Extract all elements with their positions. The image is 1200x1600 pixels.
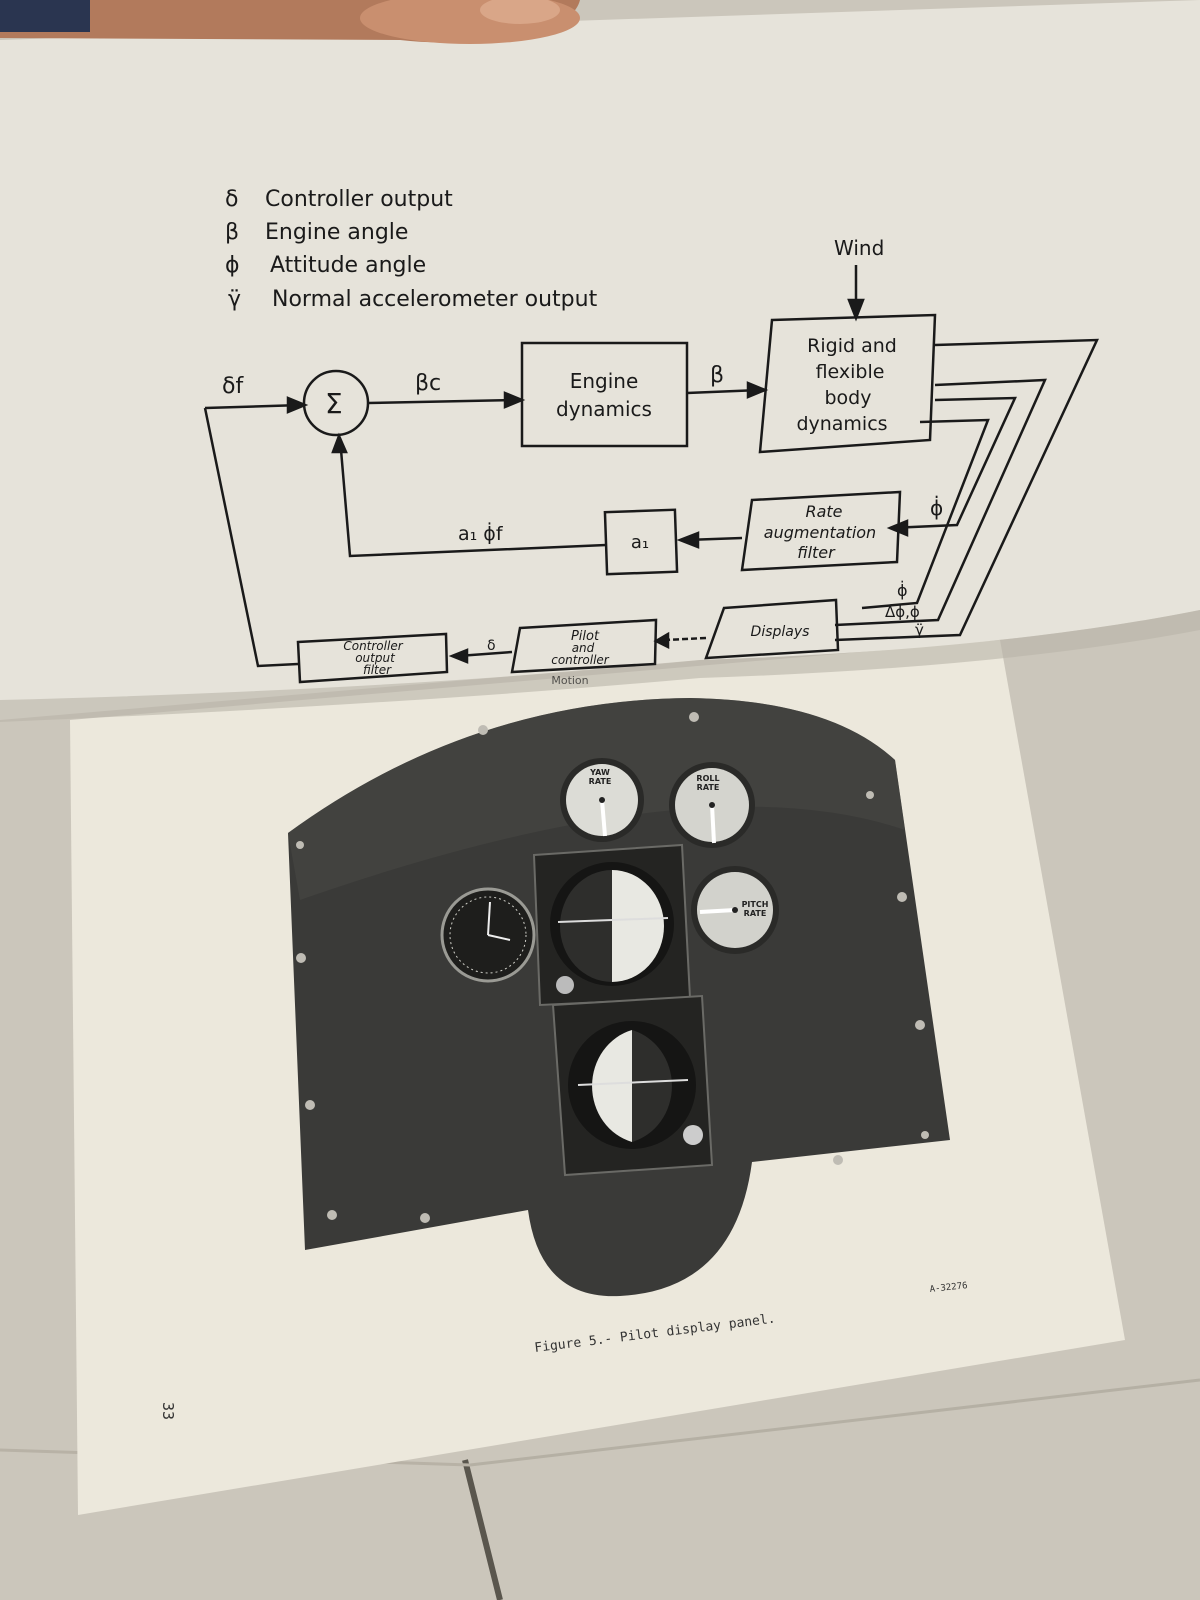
pitch-gauge-label: RATE xyxy=(744,909,767,918)
arrowhead xyxy=(286,396,309,414)
output-line-2 xyxy=(834,378,1047,627)
bottom-cut-label: Motion xyxy=(551,674,588,687)
signal-line xyxy=(664,636,707,642)
sum-symbol: Σ xyxy=(325,387,343,420)
arrowhead xyxy=(746,381,769,399)
engine-dynamics-label: dynamics xyxy=(556,397,652,421)
phi-dot-label: ϕ̇ xyxy=(930,495,943,520)
legend-symbol: β xyxy=(225,220,239,245)
signal-line xyxy=(367,398,519,405)
pilot-label: and xyxy=(572,641,595,655)
arrowhead xyxy=(331,432,348,454)
beta-label: β xyxy=(710,363,724,388)
feedback-line xyxy=(204,403,303,410)
page-number: 33 xyxy=(159,1402,177,1420)
wind-arrowhead xyxy=(847,298,865,322)
tile-seam xyxy=(469,1378,1200,1467)
page-shadow xyxy=(0,610,1200,722)
panel-screws xyxy=(296,712,929,1223)
roll-gauge-label: ROLL xyxy=(696,774,719,783)
wind-label: Wind xyxy=(834,236,884,260)
legend-symbol: δ xyxy=(225,187,238,212)
yaw-gauge-label: RATE xyxy=(589,777,612,786)
feedback-loop xyxy=(338,437,607,558)
delta-label: δ xyxy=(487,638,496,654)
gain-block xyxy=(603,508,679,576)
rate-filter-label: filter xyxy=(797,543,836,562)
rate-filter-label: Rate xyxy=(805,502,842,521)
rigid-body-label: Rigid and xyxy=(807,335,897,357)
legend-label: Engine angle xyxy=(265,220,408,245)
tile-seam xyxy=(462,1459,503,1600)
displays-input-2: Δϕ,ϕ xyxy=(885,603,920,621)
feedback-outer xyxy=(203,407,299,668)
clock-gauge xyxy=(440,887,536,983)
output-line-4 xyxy=(889,396,1017,530)
pitch-gauge-label: PITCH xyxy=(742,900,769,909)
controller-filter-block xyxy=(296,632,449,684)
rate-filter-label: augmentation xyxy=(764,523,876,542)
pilot-block xyxy=(510,618,658,674)
output-line-3 xyxy=(861,418,990,610)
legend-label: Normal accelerometer output xyxy=(272,287,598,312)
yaw-rate-gauge: YAW RATE xyxy=(560,758,644,842)
rigid-body-block xyxy=(758,313,937,454)
legend-label: Attitude angle xyxy=(270,253,426,278)
hand xyxy=(0,0,580,44)
displays-input-1: ϕ̇ xyxy=(897,581,908,600)
arrowhead xyxy=(676,531,700,549)
arrowhead xyxy=(886,519,909,537)
displays-input-3: γ̈ xyxy=(915,621,924,639)
controller-filter-label: output xyxy=(355,651,396,665)
pilot-label: Pilot xyxy=(571,629,600,644)
arrowhead xyxy=(653,631,670,650)
arrowhead xyxy=(503,391,526,409)
roll-rate-gauge: ROLL RATE xyxy=(669,762,755,848)
displays-label: Displays xyxy=(751,624,810,640)
yaw-gauge-label: YAW xyxy=(589,768,610,777)
gain-label: a₁ xyxy=(631,532,649,553)
output-line-1 xyxy=(834,338,1099,642)
panel-photo: YAW RATE ROLL RATE PITCH RATE xyxy=(288,698,968,1297)
block-diagram: Wind Σ δf βc Engine dynamics β Rigid and… xyxy=(203,236,1099,687)
rate-filter-block xyxy=(740,490,902,572)
pitch-rate-gauge: PITCH RATE xyxy=(691,866,779,954)
roll-gauge-label: RATE xyxy=(697,783,720,792)
rigid-body-label: flexible xyxy=(816,361,885,383)
legend-symbol: ϕ xyxy=(225,253,240,278)
attitude-indicator-upper xyxy=(532,843,692,1007)
rigid-body-label: dynamics xyxy=(796,413,887,435)
delta-f-label: δf xyxy=(222,374,244,399)
controller-filter-label: filter xyxy=(363,663,392,677)
legend: δ Controller output β Engine angle ϕ Att… xyxy=(225,187,598,312)
upper-page xyxy=(0,0,1200,720)
legend-symbol: γ̈ xyxy=(228,287,241,312)
engine-dynamics-block xyxy=(520,341,689,448)
legend-label: Controller output xyxy=(265,187,453,212)
beta-c-label: βc xyxy=(415,371,441,396)
displays-block xyxy=(704,598,840,660)
arrowhead xyxy=(448,648,469,664)
attitude-indicator-lower xyxy=(551,994,714,1177)
photo-reference: A-32276 xyxy=(929,1281,968,1295)
rigid-body-label: body xyxy=(825,387,872,409)
engine-dynamics-label: Engine xyxy=(570,369,639,393)
a1-phidot-label: a₁ ϕ̇f xyxy=(458,521,504,545)
controller-filter-label: Controller xyxy=(343,639,403,653)
pilot-label: controller xyxy=(551,653,610,667)
